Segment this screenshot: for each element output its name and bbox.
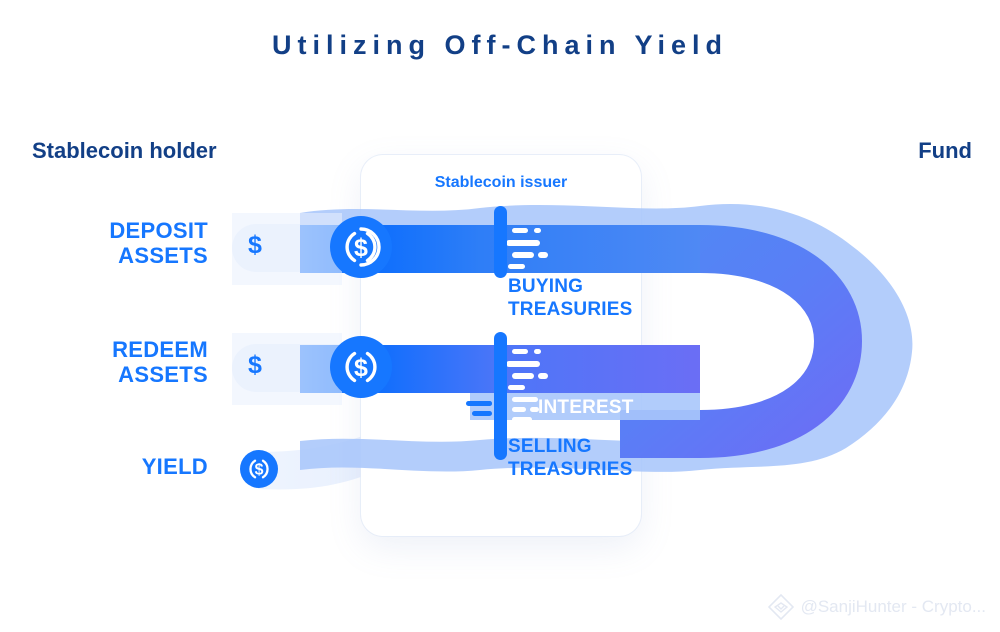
data-dashes-interest-right <box>512 397 539 422</box>
stablecoin-issuer-title: Stablecoin issuer <box>434 174 568 191</box>
caption-interest: INTEREST <box>538 397 634 418</box>
diamond-logo-icon <box>767 594 794 620</box>
redeem-dollar-symbol: $ <box>248 351 262 379</box>
flow-u-turn <box>620 225 863 458</box>
data-dashes-interest-left <box>466 401 492 416</box>
issuer-gateway-bar-bottom <box>494 332 507 460</box>
flow-band-top-light <box>530 225 710 273</box>
watermark-text: @SanjiHunter - Crypto... <box>800 597 986 616</box>
caption-selling-treasuries: SELLING TREASURIES <box>508 436 633 480</box>
data-dashes-bottom-right <box>506 349 548 390</box>
fund-label: Fund <box>918 138 972 163</box>
deposit-dollar-symbol: $ <box>248 231 262 259</box>
dollar-coin-icon: $ <box>240 450 278 493</box>
dollar-coin-icon: $ <box>330 216 392 283</box>
row-label-yield: YIELD <box>141 454 208 479</box>
flow-wash-top-left <box>232 213 342 285</box>
watermark: @SanjiHunter - Crypto... <box>767 594 986 620</box>
row-label-redeem-assets: REDEEM ASSETS <box>112 337 208 387</box>
issuer-gateway-bar-top <box>494 206 507 278</box>
row-label-deposit-assets: DEPOSIT ASSETS <box>109 218 208 268</box>
dollar-coin-icon: $ <box>330 336 392 403</box>
stablecoin-holder-label: Stablecoin holder <box>32 138 217 163</box>
caption-buying-treasuries: BUYING TREASURIES <box>508 276 633 320</box>
flow-wash-bottom-left <box>232 333 342 405</box>
svg-text:$: $ <box>255 462 264 479</box>
svg-text:$: $ <box>354 354 368 382</box>
data-dashes-top <box>506 228 548 269</box>
svg-text:$: $ <box>354 234 368 262</box>
page-title: Utilizing Off-Chain Yield <box>272 30 728 60</box>
